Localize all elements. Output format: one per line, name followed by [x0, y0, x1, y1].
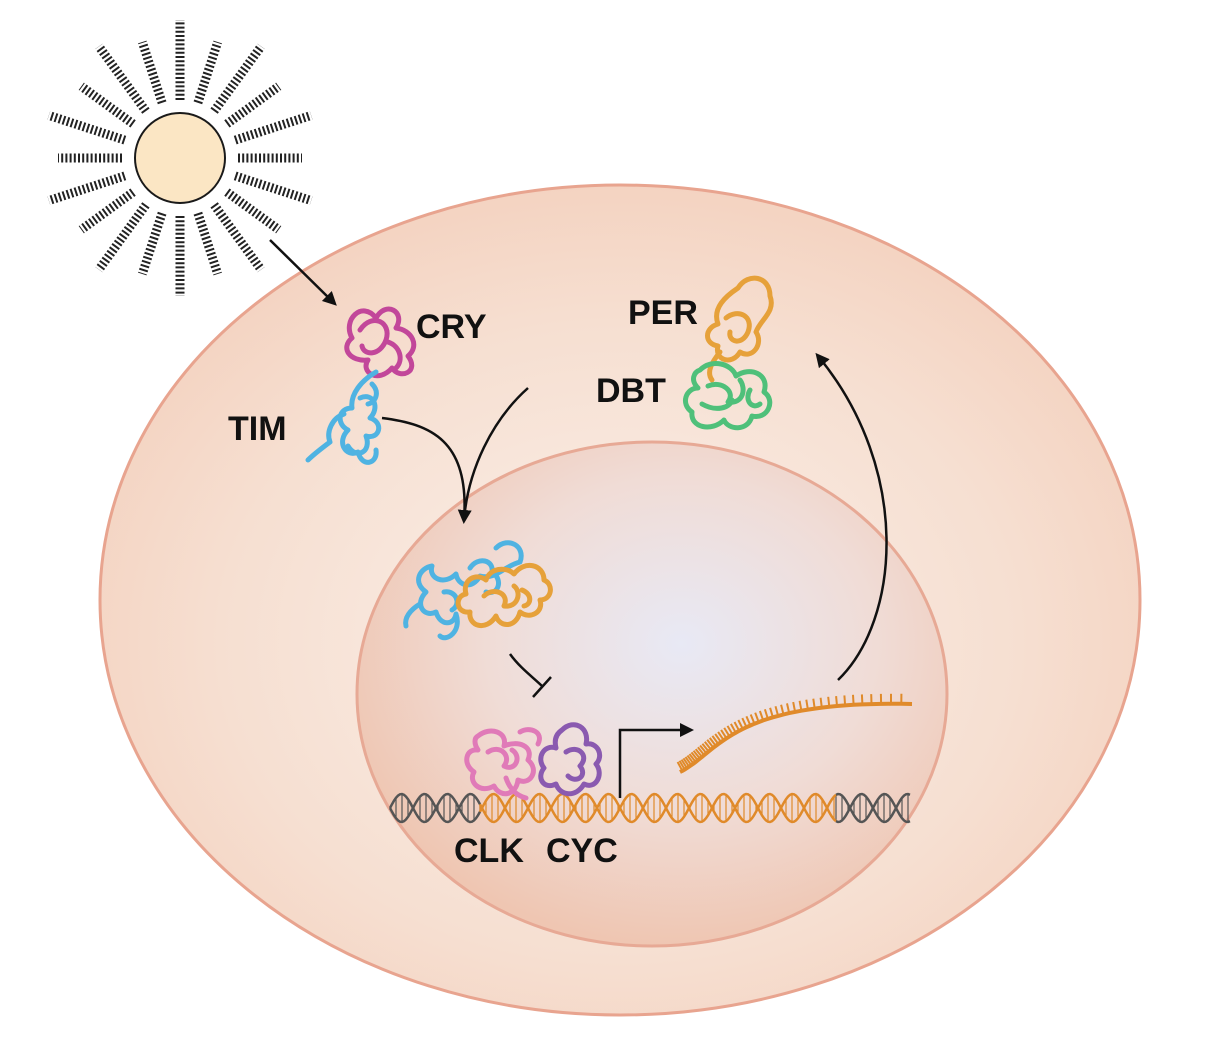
cyc-protein [538, 722, 603, 797]
tim-protein [305, 369, 382, 465]
mrna-base [684, 756, 693, 766]
mrna-base [686, 754, 695, 765]
sun-ray [47, 171, 127, 205]
mrna-base [745, 715, 752, 726]
mrna-base [697, 746, 705, 756]
export-arrow-icon [815, 352, 888, 681]
mrna-base [835, 696, 838, 707]
mrna-base [741, 717, 748, 728]
nucleus [355, 440, 949, 948]
sun-ray [78, 82, 136, 128]
mrna-base [758, 710, 765, 721]
mrna-base [798, 700, 803, 711]
sun-ray [233, 111, 313, 145]
mrna-base [688, 753, 697, 763]
mrna-base [706, 739, 715, 749]
mrna-base [860, 694, 864, 705]
cry-protein [344, 306, 417, 379]
sun-ray [233, 171, 313, 205]
mrna-base [763, 709, 769, 720]
mrna-base [769, 707, 774, 718]
clk-label: CLK [454, 832, 524, 870]
mrna-base [733, 721, 741, 732]
dna-helix [388, 792, 911, 824]
mrna-base [692, 750, 701, 760]
tim-to-nucleus-arrow-icon [381, 416, 472, 524]
per-protein [705, 275, 774, 383]
dna-strand [478, 792, 837, 824]
per-to-nucleus-arrow-icon [462, 387, 529, 521]
mrna-base [690, 751, 699, 761]
mrna-base [711, 735, 720, 745]
mrna-base [737, 719, 744, 730]
sun-ray [138, 211, 167, 276]
dbt-protein [682, 360, 773, 431]
mrna-base [682, 757, 690, 768]
mrna-base [720, 729, 728, 739]
sun-ray [47, 111, 127, 145]
per-label: PER [628, 294, 698, 332]
mrna-base [723, 727, 731, 737]
dna-strand [388, 792, 482, 824]
sun-ray [193, 40, 222, 105]
mrna-base [676, 761, 684, 772]
mrna-base [714, 733, 722, 743]
sun-ray [224, 188, 282, 234]
mrna-base [699, 744, 708, 754]
mrna-strand [676, 693, 913, 774]
mrna-base [704, 741, 712, 751]
sun-ray [78, 188, 136, 234]
mrna-base [708, 737, 717, 747]
tim-label: TIM [228, 410, 287, 448]
mrna-base [780, 704, 785, 715]
mrna-base [754, 712, 760, 723]
mrna-base [749, 714, 756, 725]
sun-ray [210, 202, 265, 273]
cry-label: CRY [416, 308, 487, 346]
mrna-base [678, 760, 686, 771]
promoter-arrow-icon [618, 723, 694, 798]
cyc-label: CYC [546, 832, 618, 870]
per-nuclear-protein [455, 563, 553, 628]
mrna-base [827, 696, 831, 707]
dna-strand [388, 792, 482, 824]
mrna-base [730, 723, 737, 734]
mrna-base [774, 705, 780, 717]
light-arrow-icon [269, 239, 337, 306]
sun-ray [95, 202, 150, 273]
mrna-base [717, 731, 725, 741]
mrna-base [701, 743, 710, 753]
mrna-base [792, 701, 797, 713]
inhibition-bar-icon [508, 653, 552, 698]
dna-strand [478, 792, 837, 824]
mrna-base [852, 694, 855, 705]
sun-ray [224, 82, 282, 128]
mrna-base [786, 703, 791, 714]
sun-ray [95, 43, 150, 114]
dna-strand [835, 792, 911, 824]
sun-ray [193, 211, 222, 276]
sun-ray [210, 43, 265, 114]
mrna-base [812, 698, 816, 709]
mrna-base [805, 699, 809, 710]
clk-protein [464, 727, 542, 801]
dbt-label: DBT [596, 372, 666, 410]
mrna-base [726, 725, 734, 736]
mrna-base [819, 697, 823, 708]
sun-icon [47, 20, 313, 296]
mrna-base [843, 695, 847, 706]
mrna-base [680, 759, 688, 769]
sun-ray [138, 40, 167, 105]
mrna-base [694, 748, 703, 758]
